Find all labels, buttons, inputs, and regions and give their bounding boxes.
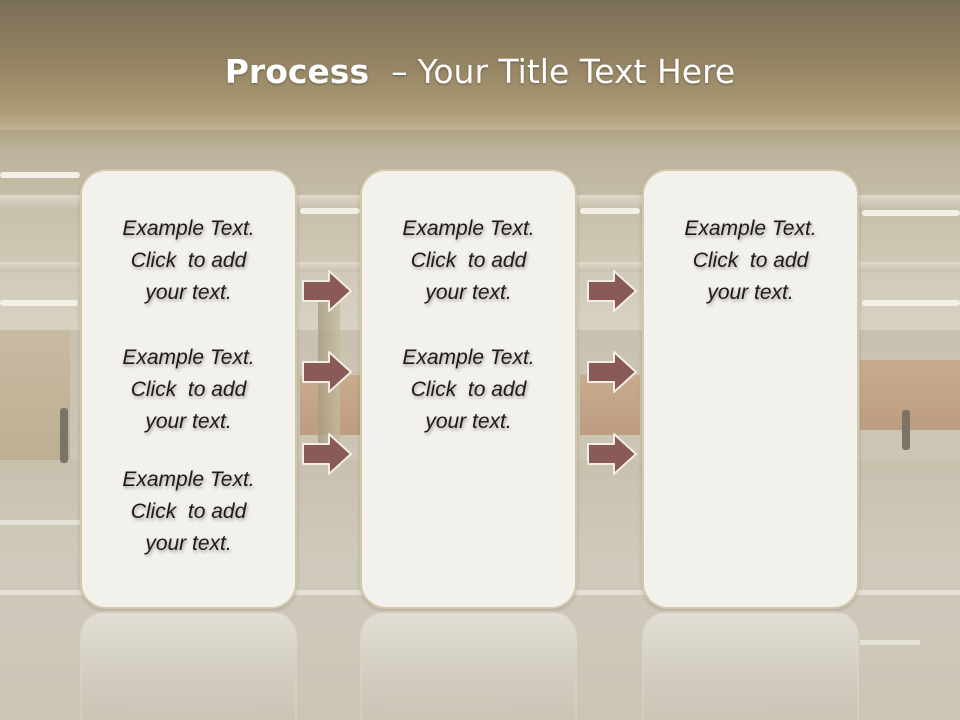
text-line: Click to add bbox=[692, 249, 809, 272]
title-band bbox=[0, 0, 960, 150]
process-panel-2[interactable]: Example Text. Click to add your text. Ex… bbox=[360, 169, 577, 609]
text-line: Click to add bbox=[130, 249, 247, 272]
garage-wall bbox=[860, 360, 960, 430]
bollard bbox=[902, 410, 910, 450]
process-panel-1[interactable]: Example Text. Click to add your text. Ex… bbox=[80, 169, 297, 609]
title-text: Your Title Text Here bbox=[417, 52, 736, 91]
right-arrow-icon[interactable] bbox=[302, 269, 352, 313]
text-line: your text. bbox=[707, 281, 794, 304]
title-bold: Process bbox=[224, 52, 370, 91]
text-line: your text. bbox=[145, 410, 232, 433]
ceiling-light bbox=[300, 208, 360, 214]
text-block[interactable]: Example Text. Click to add your text. bbox=[82, 464, 295, 560]
ceiling-light bbox=[862, 300, 960, 306]
right-arrow-icon[interactable] bbox=[587, 350, 637, 394]
right-arrow-icon[interactable] bbox=[302, 432, 352, 476]
text-line: Click to add bbox=[410, 249, 527, 272]
slide-title[interactable]: Process–Your Title Text Here bbox=[0, 52, 960, 91]
right-arrow-icon[interactable] bbox=[587, 269, 637, 313]
garage-wall bbox=[580, 375, 640, 435]
text-line: Example Text. bbox=[122, 217, 255, 240]
right-arrow-icon[interactable] bbox=[587, 432, 637, 476]
text-line: Click to add bbox=[130, 378, 247, 401]
text-line: Example Text. bbox=[684, 217, 817, 240]
panel-reflection bbox=[360, 611, 577, 720]
ceiling-light bbox=[862, 210, 960, 216]
text-line: Example Text. bbox=[402, 217, 535, 240]
panel-reflection bbox=[642, 611, 859, 720]
text-block[interactable]: Example Text. Click to add your text. bbox=[362, 213, 575, 309]
right-arrow-icon[interactable] bbox=[302, 350, 352, 394]
text-line: your text. bbox=[145, 281, 232, 304]
text-block[interactable]: Example Text. Click to add your text. bbox=[82, 342, 295, 438]
text-line: your text. bbox=[145, 532, 232, 555]
bollard bbox=[60, 408, 68, 463]
title-dash: – bbox=[391, 52, 408, 91]
garage-wall bbox=[0, 330, 70, 460]
floor-stripe bbox=[0, 520, 80, 525]
ceiling-light bbox=[0, 172, 80, 178]
process-panel-3[interactable]: Example Text. Click to add your text. bbox=[642, 169, 859, 609]
ceiling-light bbox=[0, 300, 78, 306]
text-block[interactable]: Example Text. Click to add your text. bbox=[362, 342, 575, 438]
text-block[interactable]: Example Text. Click to add your text. bbox=[644, 213, 857, 309]
text-line: Example Text. bbox=[122, 468, 255, 491]
text-line: your text. bbox=[425, 410, 512, 433]
text-line: Example Text. bbox=[402, 346, 535, 369]
text-line: your text. bbox=[425, 281, 512, 304]
ceiling-light bbox=[580, 208, 640, 214]
text-block[interactable]: Example Text. Click to add your text. bbox=[82, 213, 295, 309]
floor-stripe bbox=[860, 640, 920, 645]
panel-reflection bbox=[80, 611, 297, 720]
text-line: Example Text. bbox=[122, 346, 255, 369]
text-line: Click to add bbox=[130, 500, 247, 523]
text-line: Click to add bbox=[410, 378, 527, 401]
